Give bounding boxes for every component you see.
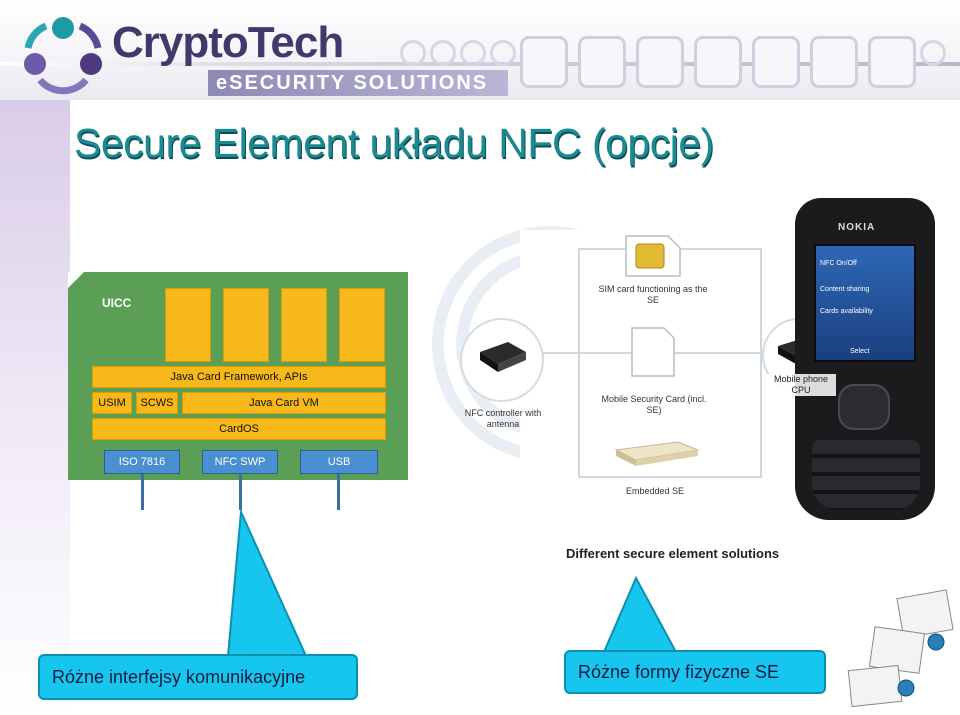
nfc-controller-label: NFC controller with antenna: [464, 408, 542, 429]
header-divider: [0, 62, 960, 66]
phone-keypad: [812, 440, 920, 510]
header-ring-icon: [400, 40, 426, 66]
uicc-pin: [337, 474, 340, 510]
phone-brand: NOKIA: [838, 222, 876, 233]
uicc-scws-block: SCWS: [136, 392, 178, 414]
brand-tagline-bar: eSECURITY SOLUTIONS: [208, 70, 508, 96]
nfc-controller-circle: [460, 318, 544, 402]
header-ring-icon: [490, 40, 516, 66]
nfc-chip-icon: [480, 342, 526, 372]
token-tile-icon: [752, 36, 800, 88]
phone-softkey: Select: [850, 348, 870, 355]
figure-connector: [578, 248, 580, 476]
header-tile-icon: [868, 36, 916, 88]
callout-interfaces: Różne interfejsy komunikacyjne: [38, 654, 358, 700]
uicc-os-layer: CardOS: [92, 418, 386, 440]
figure-connector: [578, 476, 762, 478]
slide-title: Secure Element układu NFC (opcje): [74, 120, 714, 166]
uicc-port-usb: USB: [300, 450, 378, 474]
figure-caption: Different secure element solutions: [566, 546, 780, 561]
uicc-pin: [239, 474, 242, 510]
phone-menu-item: Content sharing: [820, 286, 870, 293]
uicc-usim-block: USIM: [92, 392, 132, 414]
phone-screen: NFC On/Off Content sharing Cards availab…: [814, 244, 916, 362]
uicc-framework-layer: Java Card Framework, APIs: [92, 366, 386, 388]
brand-name: CryptoTech: [112, 18, 344, 67]
uicc-pin: [141, 474, 144, 510]
uicc-applet-slot: [165, 288, 211, 362]
uicc-applet-slot: [281, 288, 327, 362]
cryptotech-logo-icon: [24, 17, 102, 95]
uicc-port-nfc-swp: NFC SWP: [202, 450, 278, 474]
memory-card-icon: [631, 327, 675, 377]
figure-connector: [760, 248, 762, 476]
keyboard-background-decor: [0, 100, 70, 715]
callout-physical-forms: Różne formy fizyczne SE: [564, 650, 826, 694]
mobile-security-card-label: Mobile Security Card (incl. SE): [601, 394, 707, 415]
uicc-corner-cut: [68, 272, 84, 288]
header-ring-icon: [460, 40, 486, 66]
header-tile-icon: [520, 36, 568, 88]
circuit-tile-icon: [810, 36, 858, 88]
phone-menu-item: Cards availability: [820, 308, 873, 315]
embedded-chip-icon: [614, 441, 700, 466]
sim-label: SIM card functioning as the SE: [598, 284, 708, 305]
smartcard-tile-icon: [694, 36, 742, 88]
brand-tagline: eSECURITY SOLUTIONS: [216, 72, 489, 94]
certificate-tile-icon: [636, 36, 684, 88]
header-tile-icon: [578, 36, 626, 88]
embedded-se-label: Embedded SE: [625, 486, 685, 496]
cpu-label: Mobile phone CPU: [766, 374, 836, 396]
phone-navkey: [838, 384, 890, 430]
uicc-vm-layer: Java Card VM: [182, 392, 386, 414]
uicc-port-iso7816: ISO 7816: [104, 450, 180, 474]
header-ring-icon: [430, 40, 456, 66]
header-ring-icon: [920, 40, 946, 66]
certificate-decor-icon: [847, 589, 954, 708]
uicc-label: UICC: [102, 296, 132, 310]
uicc-applet-slot: [339, 288, 385, 362]
phone-menu-item: NFC On/Off: [820, 260, 857, 267]
uicc-applet-slot: [223, 288, 269, 362]
sim-card-icon: [625, 235, 681, 277]
